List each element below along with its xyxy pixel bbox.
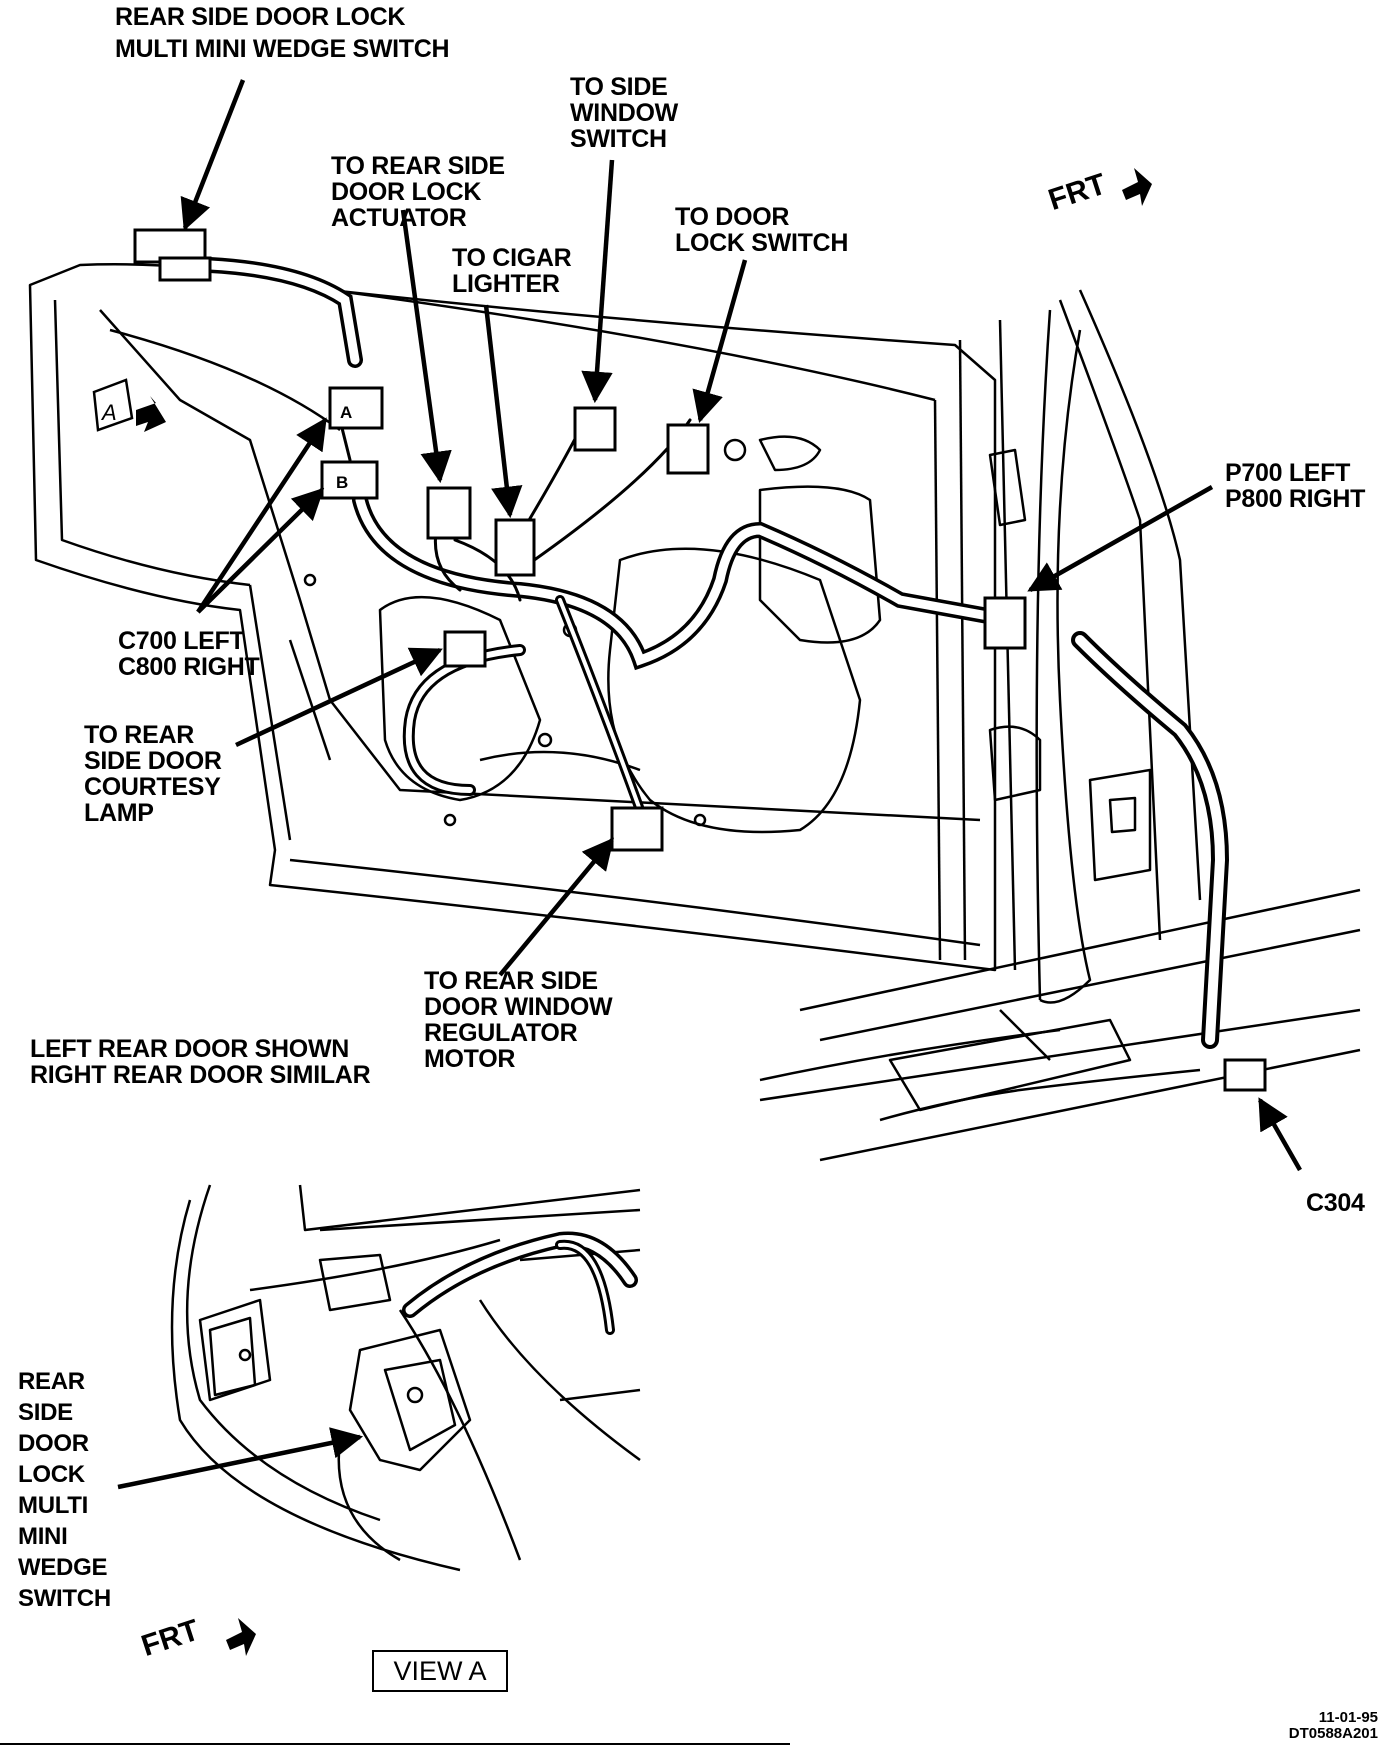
door-inner-panel	[28, 263, 997, 972]
view-a-pointer: A	[92, 378, 166, 432]
connector-c700-lower	[320, 460, 379, 500]
label-to-window-regulator-motor: TO REAR SIDE DOOR WINDOW REGULATOR MOTOR	[424, 967, 613, 1073]
label-to-cigar-lighter: TO CIGAR LIGHTER	[452, 244, 572, 298]
drawing-code: 11-01-95 DT0588A201	[1288, 1709, 1378, 1742]
courtesy-lamp-connector	[443, 630, 487, 668]
body-pillar	[988, 289, 1202, 1004]
label-to-rear-side-door-lock-actuator: TO REAR SIDE DOOR LOCK ACTUATOR	[331, 152, 505, 232]
connector-mark-a: A	[340, 403, 352, 422]
connector-letters: A B	[336, 403, 352, 492]
lock-actuator-connector	[426, 486, 472, 540]
label-view-a-switch: REAR SIDE DOOR LOCK MULTI MINI WEDGE SWI…	[18, 1368, 111, 1612]
label-door-note: LEFT REAR DOOR SHOWN RIGHT REAR DOOR SIM…	[30, 1035, 371, 1089]
view-a-inset	[170, 1184, 641, 1572]
label-rear-side-door-lock-switch: REAR SIDE DOOR LOCK MULTI MINI WEDGE SWI…	[115, 3, 450, 63]
c304-connector	[1223, 1058, 1267, 1092]
view-a-marker-letter: A	[100, 400, 117, 425]
label-c304: C304	[1306, 1189, 1365, 1217]
label-to-door-lock-switch: TO DOOR LOCK SWITCH	[675, 203, 849, 257]
cigar-lighter-connector	[494, 518, 536, 577]
door-lock-switch-connector	[666, 423, 710, 475]
label-to-courtesy-lamp: TO REAR SIDE DOOR COURTESY LAMP	[84, 721, 222, 827]
connector-mark-b: B	[336, 473, 348, 492]
view-a-title: VIEW A	[372, 1650, 508, 1692]
p700-connector	[983, 596, 1027, 650]
main-wire-harness	[202, 257, 1230, 1049]
frt-view-arrow	[226, 1618, 256, 1656]
label-to-side-window-switch: TO SIDE WINDOW SWITCH	[570, 73, 678, 153]
label-c700-c800: C700 LEFT C800 RIGHT	[118, 627, 260, 681]
side-window-switch-connector	[573, 406, 617, 452]
frt-main-arrow	[1122, 168, 1152, 206]
connectors	[133, 228, 1267, 1092]
connector-c700-upper	[328, 386, 384, 430]
callout-arrows	[180, 79, 1302, 1172]
view-a-callout-arrow	[117, 1427, 364, 1490]
rocker-sill	[759, 888, 1361, 1162]
view-a-harness	[402, 1231, 638, 1335]
window-motor-connector	[610, 806, 664, 852]
label-p700-p800: P700 LEFT P800 RIGHT	[1225, 459, 1366, 513]
